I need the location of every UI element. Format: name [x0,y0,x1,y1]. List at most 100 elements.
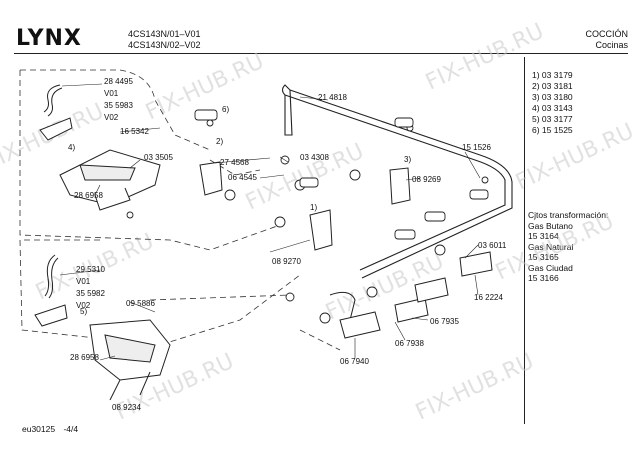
part-label: 21 4818 [318,93,347,102]
clip [299,177,319,188]
parts-list: 1) 03 3179 2) 03 3181 3) 03 3180 4) 03 3… [532,70,573,136]
part-label: 03 6011 [478,241,507,250]
clip [194,109,218,121]
fitting [224,189,236,201]
part-label: 09 5886 [126,299,155,308]
brand-logo: LYNX [16,26,82,51]
part-label: 28 6958 [70,353,99,362]
fittings [126,109,489,324]
valve-body [459,251,493,277]
parts-list-item: 3) 03 3180 [532,92,573,102]
dashed-outlines [19,69,341,351]
dashed-outline [299,329,341,351]
part-label: 28 4495 [104,77,133,86]
valve-body [339,311,381,339]
tap-valves [199,161,493,339]
dashed-outline [19,70,281,251]
valve-body [414,277,449,303]
callout-number: 5) [80,307,87,316]
callout-number: 2) [216,137,223,146]
clip [424,211,446,222]
dashed-outline [20,69,211,151]
column-divider [524,57,525,424]
watermark: FIX-HUB.RU [412,349,538,425]
parts-list-item: 5) 03 3177 [532,114,573,124]
part-label: 08 9234 [112,403,141,412]
parts-list-item: 1) 03 3179 [532,70,573,80]
watermark: FIX-HUB.RU [422,19,548,95]
diagram-code: eu30125 [22,424,56,434]
version-label: V01 [76,277,91,286]
callout-number: 4) [68,143,75,152]
part-label: 08 9270 [272,257,301,266]
dashed-outline [19,239,301,346]
part-label: 28 6958 [74,191,103,200]
valve-body [394,297,429,323]
part-label: 06 7935 [430,317,459,326]
bracket-lower [34,304,68,327]
burner-lower [89,319,171,401]
section-subname: Cocinas [595,40,628,50]
thermocouple-wires [43,84,356,321]
clip [469,189,489,200]
section-name: COCCIÓN [585,29,629,39]
part-label: 16 5342 [120,127,149,136]
part-label: 03 3505 [144,153,173,162]
fitting [366,286,378,298]
part-label: 27 4568 [220,158,249,167]
section-title: COCCIÓN Cocinas [586,29,629,51]
part-label: 06 4545 [228,173,257,182]
fitting [434,244,446,256]
version-label: V02 [104,113,119,122]
fitting [319,312,331,324]
parts-list-item: 4) 03 3143 [532,103,573,113]
part-label: 08 9269 [412,175,441,184]
part-label: 16 2224 [474,293,503,302]
transformation-title: Cjtos transformación: [528,210,609,220]
watermark: FIX-HUB.RU [242,139,368,215]
callout-number: 6) [222,105,229,114]
model-2: 4CS143N/02–V02 [128,40,201,50]
part-label: 35 5983 [104,101,133,110]
transformation-line: 15 3166 [528,273,559,283]
part-label: 35 5982 [76,289,105,298]
fitting [285,292,295,302]
fitting [126,211,134,219]
transformation-line: Gas Natural [528,241,574,252]
fitting [274,216,286,228]
parts-list-item: 2) 03 3181 [532,81,573,91]
valve-body [199,161,223,196]
main-gas-pipe [281,84,513,279]
model-numbers: 4CS143N/01–V01 4CS143N/02–V02 [128,29,201,51]
transformation-line: Gas Butano [528,220,573,231]
page-number: -4/4 [63,424,79,434]
callout-labels: 28 4495 V01 35 5983 V02 16 5342 03 3505 … [68,77,507,412]
valve-body [389,167,411,205]
fitting [206,119,214,127]
version-label: V02 [76,301,91,310]
valve-body [309,209,333,251]
leader-lines [59,83,481,361]
part-label: 15 1526 [462,143,491,152]
part-label: 06 7940 [340,357,369,366]
callout-number: 1) [310,203,317,212]
watermark: FIX-HUB.RU [492,209,618,285]
clip [394,229,416,240]
fitting [481,176,489,184]
version-label: V01 [104,89,119,98]
parts-list-item: 6) 15 1525 [532,125,573,135]
transformation-line: 15 3164 [528,231,559,241]
model-1: 4CS143N/01–V01 [128,29,201,39]
clip [394,117,414,128]
part-label: 06 7938 [395,339,424,348]
part-label: 29 5310 [76,265,105,274]
transformation-kits: Cjtos transformación: Gas Butano 15 3164… [528,210,608,284]
callout-number: 3) [404,155,411,164]
dashed-outline [149,294,291,301]
watermark: FIX-HUB.RU [512,119,636,195]
footer: eu30125 -4/4 [22,424,78,434]
part-label: 03 4308 [300,153,329,162]
bracket-upper [39,117,73,141]
transformation-line: 15 3165 [528,252,559,262]
